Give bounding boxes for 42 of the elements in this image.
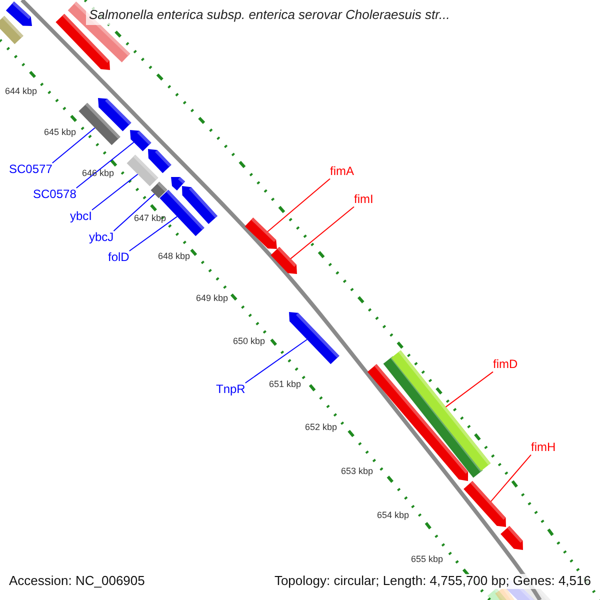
leader-line [113,194,156,232]
scale-label: 648 kbp [158,251,190,262]
gene-label: fimA [330,165,354,179]
leader-line [445,371,494,408]
gene-label: TnpR [216,383,246,397]
scale-label: 649 kbp [196,293,228,304]
scale-label: 655 kbp [411,554,444,564]
leader-line [267,178,330,232]
accession-text: Accession: NC_006905 [9,574,145,589]
gene-bar [270,246,297,274]
leader-line [290,206,354,260]
gene-bar [244,218,277,249]
scale-label: 650 kbp [233,336,266,346]
leader-line [52,127,96,164]
leader-line [76,142,134,188]
scale-label: 652 kbp [305,422,338,432]
gene-label: ybcI [70,210,92,224]
leader-line [244,339,308,384]
gene-bar [289,312,340,364]
leader-line [490,454,532,502]
scale-label: 654 kbp [377,510,410,520]
genome-summary-text: Topology: circular; Length: 4,755,700 bp; Genes: 4,516 [274,574,591,589]
gene-label: SC0577 [9,163,52,177]
gene-bar [464,480,506,527]
scale-label: 653 kbp [341,466,374,476]
leader-line [128,216,178,252]
gene-bar [130,130,152,152]
gene-label: fimH [531,441,556,455]
gene-label: ybcJ [89,231,114,245]
scale-label: 651 kbp [269,379,302,390]
scale-label: 644 kbp [5,86,38,96]
scale-label: 646 kbp [82,168,114,178]
scale-label: 645 kbp [44,127,76,138]
gene-label: SC0578 [33,188,76,202]
scale-label: 647 kbp [134,213,166,224]
leader-line [92,174,138,210]
gene-bar [126,154,158,186]
gene-label: fimD [493,358,518,372]
gene-bar [391,350,491,471]
gene-label: folD [108,251,130,265]
gene-label: fimI [354,193,374,207]
gene-bar [78,102,120,146]
